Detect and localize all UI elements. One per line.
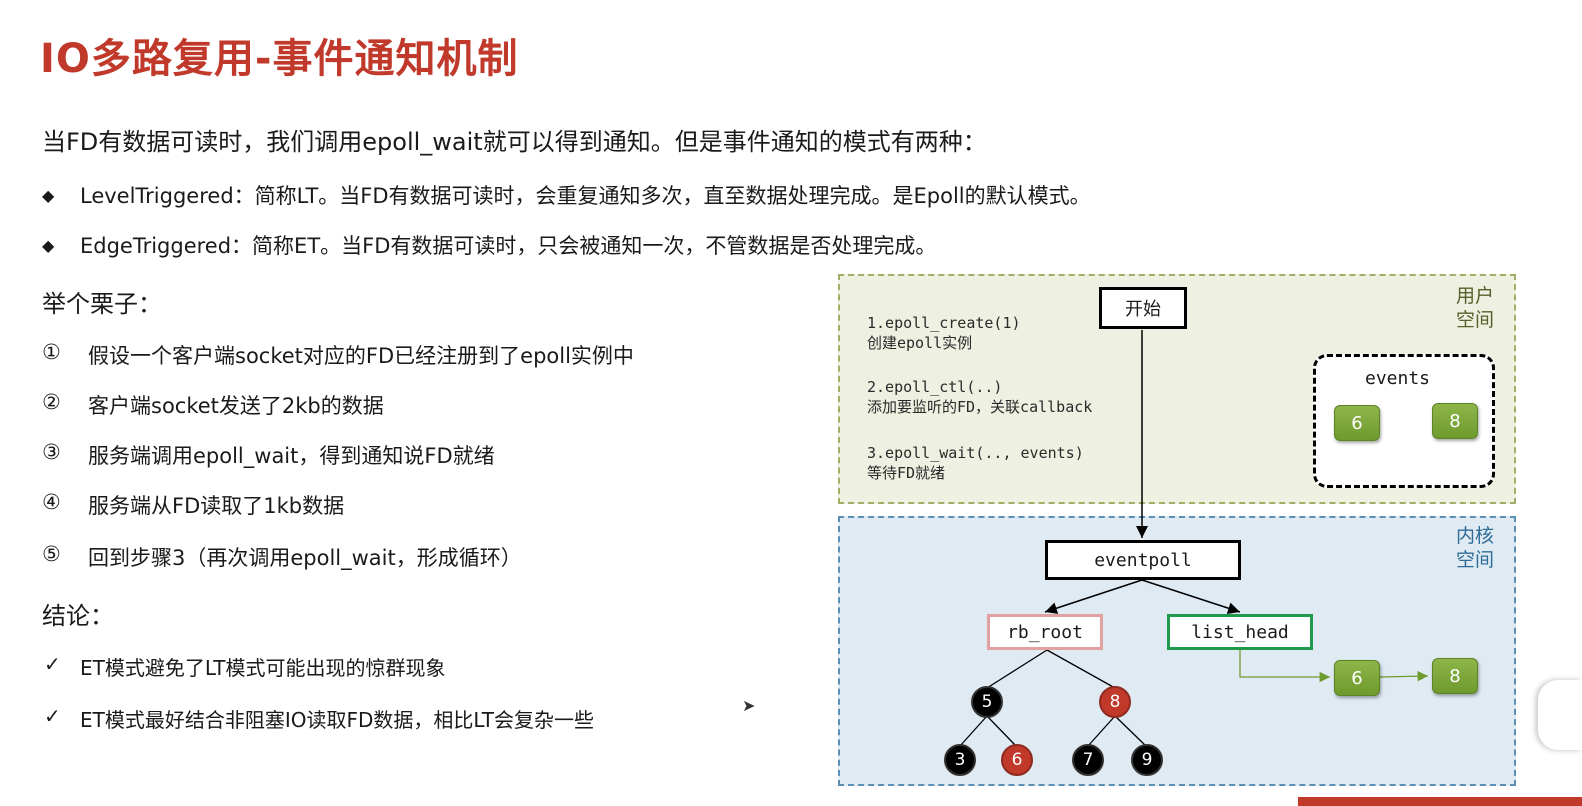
user-space-label: 用户 空间 (1456, 285, 1495, 331)
mode-lt: ◆ LevelTriggered：简称LT。当FD有数据可读时，会重复通知多次，… (42, 180, 1091, 210)
step-number: ① (42, 340, 61, 364)
conclusion-heading: 结论： (42, 602, 114, 630)
mode-lt-text: LevelTriggered：简称LT。当FD有数据可读时，会重复通知多次，直至… (80, 184, 1091, 208)
step-text: 客户端socket发送了2kb的数据 (88, 394, 384, 418)
checkmark-icon: ✓ (44, 704, 61, 728)
page-title: IO多路复用-事件通知机制 (40, 36, 519, 82)
step-item: ④ 服务端从FD读取了1kb数据 (42, 490, 344, 520)
step-number: ⑤ (42, 542, 61, 566)
tree-node: 6 (1001, 744, 1033, 776)
event-item: 8 (1432, 403, 1478, 439)
step-number: ② (42, 390, 61, 414)
progress-bar (1298, 797, 1582, 806)
mouse-cursor-icon: ➤ (742, 696, 756, 715)
mode-et-text: EdgeTriggered：简称ET。当FD有数据可读时，只会被通知一次，不管数… (80, 234, 937, 258)
step-number: ④ (42, 490, 61, 514)
ready-list-item: 8 (1432, 658, 1478, 694)
code-step: 2.epoll_ctl(..) 添加要监听的FD，关联callback (867, 378, 1093, 416)
tree-node: 7 (1072, 744, 1104, 776)
step-text: 服务端调用epoll_wait，得到通知说FD就绪 (88, 444, 495, 468)
step-text: 回到步骤3（再次调用epoll_wait，形成循环） (88, 546, 522, 570)
code-step: 3.epoll_wait(.., events) 等待FD就绪 (867, 444, 1084, 482)
checkmark-icon: ✓ (44, 652, 61, 676)
step-text: 假设一个客户端socket对应的FD已经注册到了epoll实例中 (88, 344, 634, 368)
step-item: ⑤ 回到步骤3（再次调用epoll_wait，形成循环） (42, 542, 522, 572)
step-text: 服务端从FD读取了1kb数据 (88, 494, 345, 518)
list-head-box: list_head (1167, 614, 1313, 650)
conclusion-item: ✓ ET模式避免了LT模式可能出现的惊群现象 (44, 652, 445, 681)
tree-node: 8 (1099, 686, 1131, 718)
tree-node: 3 (944, 744, 976, 776)
rb-root-box: rb_root (987, 614, 1103, 650)
events-label: events (1365, 368, 1431, 389)
conclusion-text: ET模式最好结合非阻塞IO读取FD数据，相比LT会复杂一些 (80, 708, 595, 732)
diamond-bullet-icon: ◆ (42, 185, 55, 205)
example-heading: 举个栗子： (42, 290, 162, 318)
tree-node: 5 (971, 686, 1003, 718)
kernel-space-label: 内核 空间 (1456, 525, 1495, 571)
start-box: 开始 (1099, 287, 1187, 329)
code-step: 1.epoll_create(1) 创建epoll实例 (867, 314, 1021, 352)
eventpoll-box: eventpoll (1045, 540, 1241, 580)
step-item: ② 客户端socket发送了2kb的数据 (42, 390, 384, 420)
mode-et: ◆ EdgeTriggered：简称ET。当FD有数据可读时，只会被通知一次，不… (42, 230, 936, 260)
event-item: 6 (1334, 405, 1380, 441)
step-item: ① 假设一个客户端socket对应的FD已经注册到了epoll实例中 (42, 340, 634, 370)
step-number: ③ (42, 440, 61, 464)
conclusion-text: ET模式避免了LT模式可能出现的惊群现象 (80, 656, 446, 680)
ready-list-item: 6 (1334, 660, 1380, 696)
tree-node: 9 (1131, 744, 1163, 776)
conclusion-item: ✓ ET模式最好结合非阻塞IO读取FD数据，相比LT会复杂一些 (44, 704, 594, 733)
side-panel-handle[interactable] (1538, 680, 1582, 750)
diamond-bullet-icon: ◆ (42, 235, 55, 255)
step-item: ③ 服务端调用epoll_wait，得到通知说FD就绪 (42, 440, 495, 470)
intro-text: 当FD有数据可读时，我们调用epoll_wait就可以得到通知。但是事件通知的模… (42, 128, 987, 156)
